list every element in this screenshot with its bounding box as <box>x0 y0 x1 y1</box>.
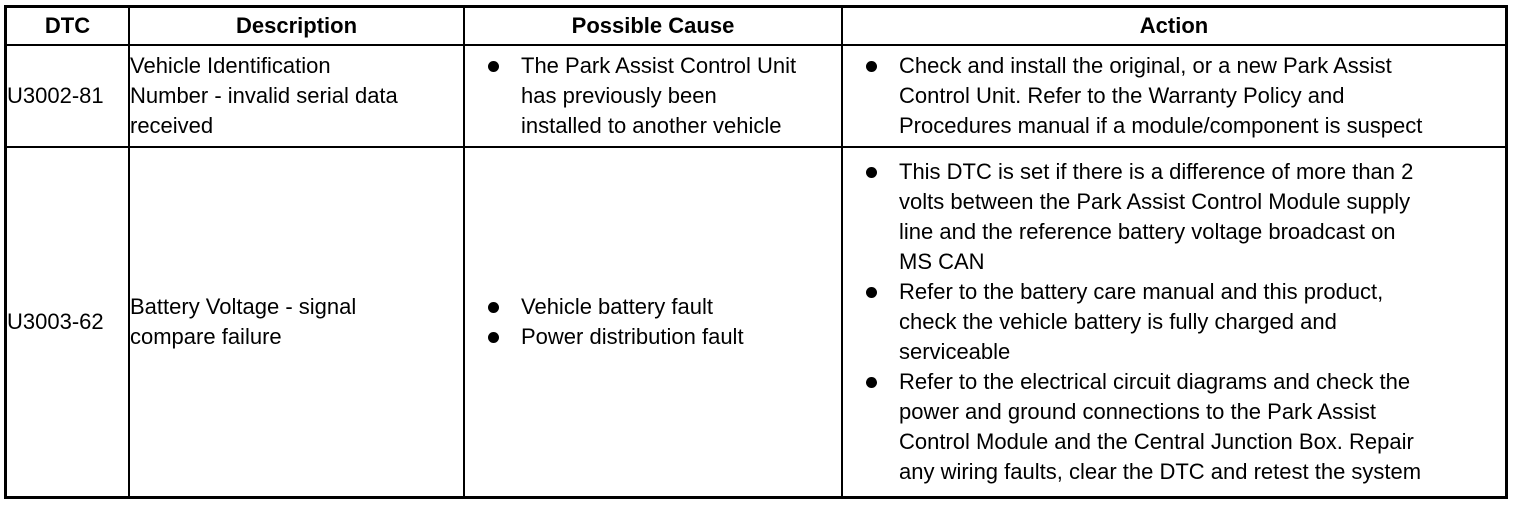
table-row: U3002-81 Vehicle Identification Number -… <box>5 44 1507 148</box>
header-possible-cause: Possible Cause <box>463 6 843 46</box>
bullet-icon <box>488 302 499 313</box>
bullet-icon <box>866 61 877 72</box>
action-cell: This DTC is set if there is a difference… <box>841 146 1507 498</box>
description-line: received <box>130 113 214 138</box>
cause-item: Power distribution fault <box>465 322 841 352</box>
cause-list: Vehicle battery fault Power distribution… <box>465 292 841 352</box>
description-line: compare failure <box>130 324 282 349</box>
cause-line: has previously been <box>521 83 717 108</box>
action-line: power and ground connections to the Park… <box>899 399 1376 424</box>
action-item: Refer to the electrical circuit diagrams… <box>843 367 1505 487</box>
action-line: line and the reference battery voltage b… <box>899 219 1396 244</box>
action-line: MS CAN <box>899 249 985 274</box>
cause-line: Power distribution fault <box>521 324 744 349</box>
bullet-icon <box>866 167 877 178</box>
description-line: Battery Voltage - signal <box>130 294 357 319</box>
cause-list: The Park Assist Control Unit has previou… <box>465 51 841 141</box>
cause-line: Vehicle battery fault <box>521 294 714 319</box>
dtc-description: Battery Voltage - signal compare failure <box>128 146 465 498</box>
action-line: Procedures manual if a module/component … <box>899 113 1423 138</box>
action-line: volts between the Park Assist Control Mo… <box>899 189 1411 214</box>
action-list: This DTC is set if there is a difference… <box>843 157 1505 487</box>
action-line: serviceable <box>899 339 1011 364</box>
action-item: Refer to the battery care manual and thi… <box>843 277 1505 367</box>
header-description: Description <box>128 6 465 46</box>
bullet-icon <box>866 377 877 388</box>
action-line: check the vehicle battery is fully charg… <box>899 309 1337 334</box>
action-line: Refer to the electrical circuit diagrams… <box>899 369 1411 394</box>
action-line: Check and install the original, or a new… <box>899 53 1392 78</box>
dtc-table: DTC Description Possible Cause Action U3… <box>4 5 1508 499</box>
action-list: Check and install the original, or a new… <box>843 51 1505 141</box>
dtc-code: U3002-81 <box>5 44 130 148</box>
table-row: U3003-62 Battery Voltage - signal compar… <box>5 146 1507 498</box>
dtc-description: Vehicle Identification Number - invalid … <box>128 44 465 148</box>
action-line: Refer to the battery care manual and thi… <box>899 279 1384 304</box>
cause-line: installed to another vehicle <box>521 113 782 138</box>
bullet-icon <box>488 332 499 343</box>
action-line: This DTC is set if there is a difference… <box>899 159 1414 184</box>
action-cell: Check and install the original, or a new… <box>841 44 1507 148</box>
description-line: Vehicle Identification <box>130 53 331 78</box>
header-dtc: DTC <box>5 6 130 46</box>
action-line: any wiring faults, clear the DTC and ret… <box>899 459 1422 484</box>
cause-item: Vehicle battery fault <box>465 292 841 322</box>
possible-cause-cell: Vehicle battery fault Power distribution… <box>463 146 843 498</box>
bullet-icon <box>866 287 877 298</box>
header-row: DTC Description Possible Cause Action <box>5 6 1507 46</box>
header-action: Action <box>841 6 1507 46</box>
dtc-code: U3003-62 <box>5 146 130 498</box>
action-item: This DTC is set if there is a difference… <box>843 157 1505 277</box>
action-line: Control Unit. Refer to the Warranty Poli… <box>899 83 1345 108</box>
action-item: Check and install the original, or a new… <box>843 51 1505 141</box>
bullet-icon <box>488 61 499 72</box>
possible-cause-cell: The Park Assist Control Unit has previou… <box>463 44 843 148</box>
cause-line: The Park Assist Control Unit <box>521 53 797 78</box>
action-line: Control Module and the Central Junction … <box>899 429 1414 454</box>
description-line: Number - invalid serial data <box>130 83 398 108</box>
cause-item: The Park Assist Control Unit has previou… <box>465 51 841 141</box>
